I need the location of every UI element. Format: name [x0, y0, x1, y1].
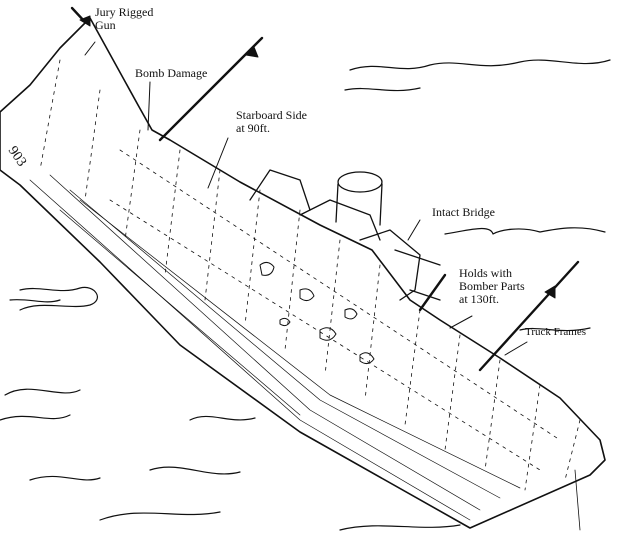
water-lines: [0, 59, 611, 531]
bridge: [359, 229, 421, 301]
mast-crowsnest: [245, 46, 259, 58]
label-starboard-side: Starboard Side at 90ft.: [236, 109, 307, 135]
label-line: Starboard Side: [236, 108, 307, 122]
label-intact-bridge: Intact Bridge: [432, 205, 495, 219]
label-holds: Holds with Bomber Parts at 130ft.: [459, 267, 525, 306]
funnel: [335, 183, 383, 226]
label-line: Gun: [95, 18, 116, 32]
leader-lines: [84, 41, 528, 356]
label-truck-frames: Truck Frames: [525, 326, 587, 338]
masts: [70, 6, 580, 372]
label-line: Jury Rigged: [95, 5, 154, 19]
funnel-top: [337, 171, 383, 193]
label-line: at 90ft.: [236, 121, 270, 135]
label-line: Holds with: [459, 266, 513, 280]
hull-plating: [39, 59, 581, 491]
bow-marking: 903: [5, 144, 29, 170]
superstructure: [249, 169, 441, 301]
hull-outline: [0, 17, 606, 529]
hull-damage-patches: [259, 261, 375, 365]
label-line: Bomber Parts: [459, 279, 525, 293]
label-bomb-damage: Bomb Damage: [135, 66, 208, 80]
jury-rigged-gun-icon: [79, 15, 91, 27]
label-line: at 130ft.: [459, 292, 499, 306]
hull-hatching: [29, 174, 521, 521]
label-jury-rigged-gun: Jury Rigged Gun: [95, 6, 153, 32]
